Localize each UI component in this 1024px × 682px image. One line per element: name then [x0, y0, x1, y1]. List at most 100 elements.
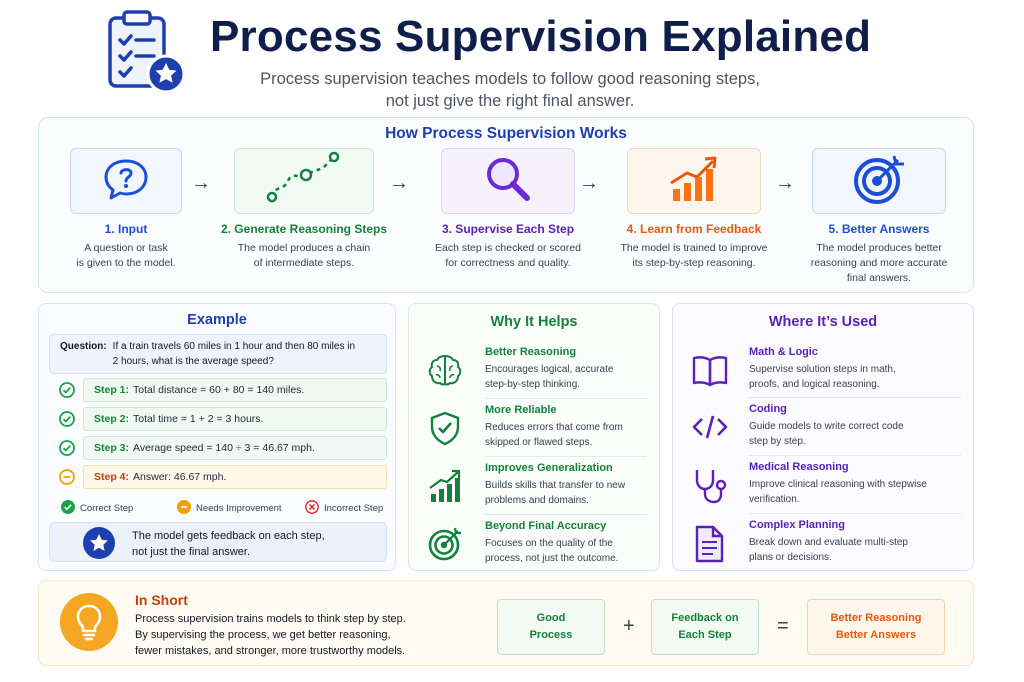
step-desc-line: its step-by-step reasoning. [632, 257, 756, 269]
step-label: Step 2: [94, 413, 130, 425]
step-title: 2. Generate Reasoning Steps [220, 222, 388, 236]
item-title: Better Reasoning [485, 346, 577, 358]
equals-sign: = [777, 615, 789, 637]
desc-line: Break down and evaluate multi-step [749, 537, 908, 548]
how-it-works-title: How Process Supervision Works [385, 125, 627, 142]
minus-circle-icon [59, 469, 75, 485]
minus-filled-icon [177, 500, 191, 517]
x-circle-icon [305, 500, 319, 517]
step-bar: Step 4:Answer: 46.67 mph. [83, 465, 387, 489]
step-desc-line: The model produces a chain [237, 242, 371, 254]
box-line: Better Reasoning [830, 612, 922, 624]
step-label: Step 4: [94, 471, 130, 483]
lightbulb-icon [59, 592, 119, 652]
summary-line: fewer mistakes, and stronger, more trust… [135, 645, 406, 657]
check-filled-icon [61, 500, 75, 517]
code-icon [691, 409, 728, 445]
step-text: Total distance = 60 + 80 = 140 miles. [133, 384, 305, 396]
item-description: Encourages logical, accurate step-by-ste… [485, 362, 613, 392]
step-card [441, 148, 575, 214]
where-item: Math & Logic Supervise solution steps in… [687, 346, 967, 402]
item-description: Break down and evaluate multi-step plans… [749, 535, 908, 565]
item-title: Coding [749, 403, 787, 415]
desc-line: Builds skills that transfer to new [485, 480, 626, 491]
stethoscope-icon [691, 467, 727, 504]
step-desc-line: reasoning and more accurate [810, 257, 948, 269]
example-title: Example [187, 312, 247, 328]
shield-check-icon [427, 410, 463, 446]
where-item: Complex Planning Break down and evaluate… [687, 519, 967, 575]
desc-line: step by step. [749, 436, 806, 447]
subtitle-line: Process supervision teaches models to fo… [260, 70, 760, 88]
target-icon [427, 526, 463, 562]
plus-sign: + [623, 615, 635, 637]
step-desc-line: of intermediate steps. [253, 257, 355, 269]
flow-arrow: → [389, 172, 409, 194]
bar-growth-icon [427, 468, 463, 504]
step-label: Step 3: [94, 442, 130, 454]
step-description: A question or task is given to the model… [36, 241, 216, 271]
example-step: Step 2:Total time = 1 + 2 = 3 hours. [49, 407, 387, 431]
item-description: Supervise solution steps in math, proofs… [749, 362, 896, 392]
item-title: Medical Reasoning [749, 461, 849, 473]
legend-label: Correct Step [80, 503, 134, 514]
target-icon [852, 152, 906, 211]
step-description: The model is trained to improve its step… [599, 241, 789, 271]
step-description: The model produces better reasoning and … [789, 241, 969, 286]
item-title: Beyond Final Accuracy [485, 520, 607, 532]
step-desc-line: for correctness and quality. [445, 257, 571, 269]
example-step: Step 4:Answer: 46.67 mph. [49, 465, 387, 489]
check-circle-icon [59, 382, 75, 398]
why-it-helps-panel: Why It Helps Better Reasoning Encourages… [408, 303, 660, 571]
step-text: Answer: 46.67 mph. [133, 471, 227, 483]
check-circle-icon [59, 440, 75, 456]
box-line: Feedback on [671, 612, 739, 624]
box-line: Process [529, 629, 573, 641]
step-description: The model produces a chain of intermedia… [210, 241, 398, 271]
legend-label: Incorrect Step [324, 503, 384, 514]
divider [485, 456, 647, 457]
box-line: Better Answers [835, 629, 917, 641]
step-card [70, 148, 182, 214]
subtitle-line: not just give the right final answer. [385, 92, 635, 110]
star-badge-icon [82, 526, 116, 560]
step-bar: Step 3:Average speed = 140 ÷ 3 = 46.67 m… [83, 436, 387, 460]
step-bar: Step 1:Total distance = 60 + 80 = 140 mi… [83, 378, 387, 402]
summary-line: Process supervision trains models to thi… [135, 613, 406, 625]
legend-label: Needs Improvement [196, 503, 282, 514]
where-its-used-panel: Where It’s Used Math & Logic Supervise s… [672, 303, 974, 571]
desc-line: Focuses on the quality of the [485, 538, 613, 549]
desc-line: Supervise solution steps in math, [749, 364, 896, 375]
step-text: Average speed = 140 ÷ 3 = 46.67 mph. [133, 442, 315, 454]
desc-line: proofs, and logical reasoning. [749, 379, 880, 390]
step-desc-line: Each step is checked or scored [435, 242, 581, 254]
step-card [234, 148, 374, 214]
desc-line: skipped or flawed steps. [485, 437, 593, 448]
example-step: Step 1:Total distance = 60 + 80 = 140 mi… [49, 378, 387, 402]
divider [749, 455, 961, 456]
process-step-better-answers: 5. Better Answers The model produces bet… [789, 148, 969, 286]
feedback-note: The model gets feedback on each step, no… [49, 522, 387, 562]
step-card [812, 148, 946, 214]
item-title: Math & Logic [749, 346, 819, 358]
process-step-generate: 2. Generate Reasoning Steps The model pr… [210, 148, 398, 271]
step-desc-line: The model is trained to improve [620, 242, 768, 254]
in-short-title: In Short [135, 592, 188, 608]
legend-item: Needs Improvement [177, 500, 282, 517]
growth-chart-icon [667, 153, 721, 210]
step-title: 1. Input [104, 222, 148, 236]
divider [485, 398, 647, 399]
item-description: Focuses on the quality of the process, n… [485, 536, 618, 566]
magnifier-icon [482, 153, 534, 210]
item-title: More Reliable [485, 404, 557, 416]
desc-line: Guide models to write correct code [749, 421, 904, 432]
speech-question-icon [102, 157, 150, 206]
feedback-text: The model gets feedback on each step, no… [132, 528, 372, 560]
why-item: Improves Generalization Builds skills th… [423, 462, 651, 518]
where-title: Where It’s Used [768, 314, 878, 330]
question-line: If a train travels 60 miles in 1 hour an… [112, 341, 356, 352]
item-title: Complex Planning [749, 519, 845, 531]
why-item: Beyond Final Accuracy Focuses on the qua… [423, 520, 651, 576]
desc-line: Encourages logical, accurate [485, 364, 614, 375]
process-step-input: 1. Input A question or task is given to … [36, 148, 216, 271]
